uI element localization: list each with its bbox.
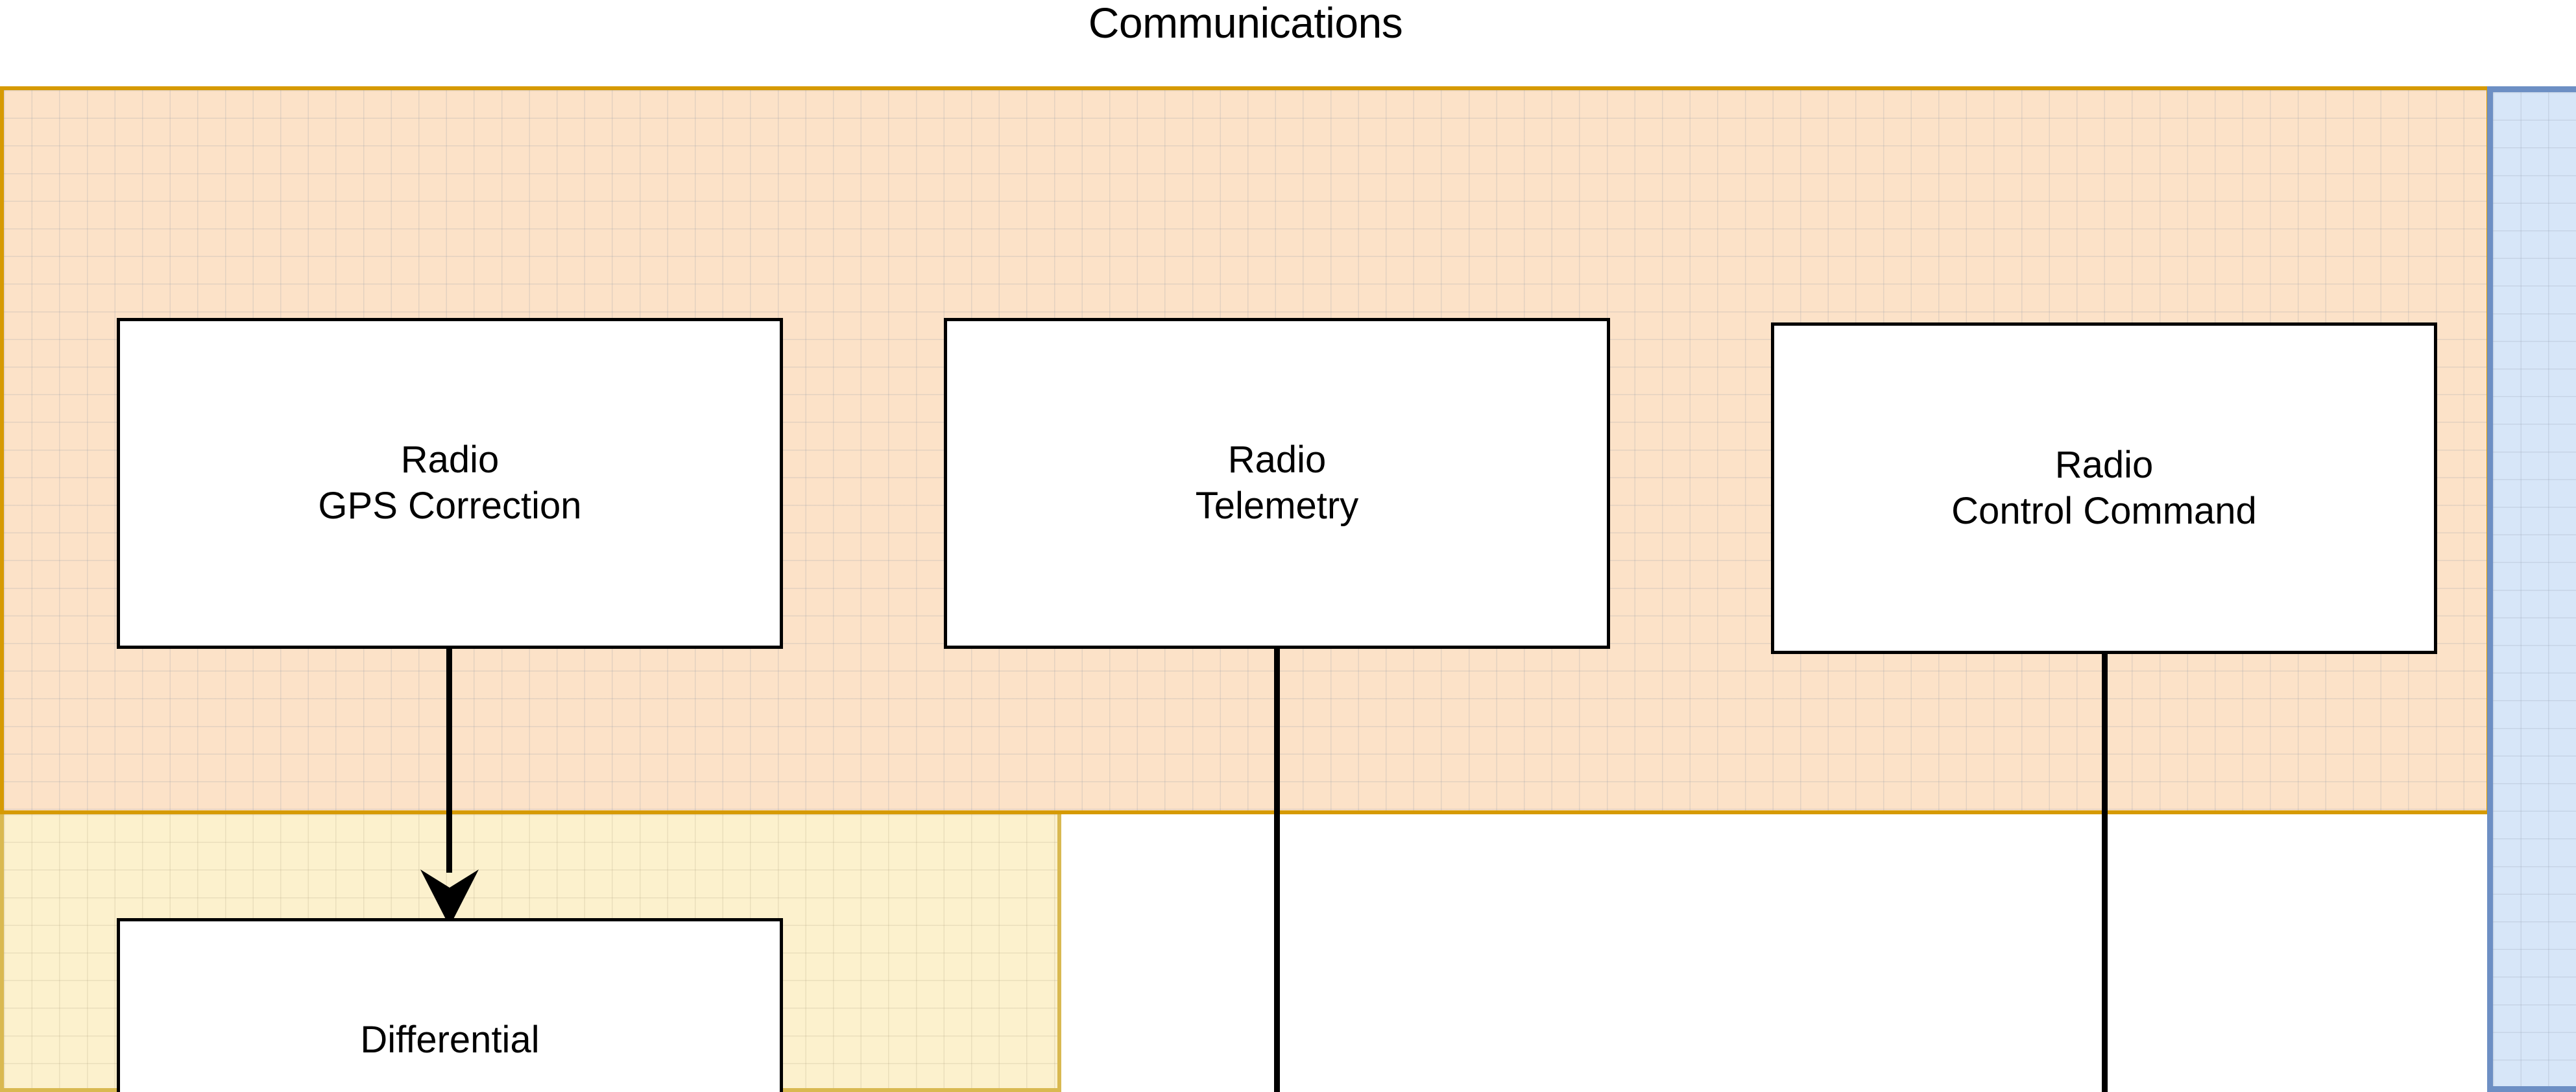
connector-telemetry-line <box>1274 649 1280 1092</box>
connector-control-command-line <box>2102 654 2108 1092</box>
connector-gps-to-differential-arrowhead <box>420 869 479 927</box>
node-differential[interactable]: Differential <box>117 918 783 1092</box>
node-radio-gps-correction-line2: GPS Correction <box>318 485 582 527</box>
node-radio-telemetry[interactable]: Radio Telemetry <box>944 318 1610 649</box>
node-radio-telemetry-line2: Telemetry <box>1195 485 1359 527</box>
region-right-lane-grid <box>2493 92 2576 1086</box>
region-right-lane <box>2487 86 2576 1092</box>
node-radio-control-command-line2: Control Command <box>1951 489 2257 532</box>
node-radio-control-command-line1: Radio <box>2054 443 2154 486</box>
node-radio-gps-correction-line1: Radio <box>400 439 500 481</box>
node-radio-telemetry-line1: Radio <box>1227 439 1327 481</box>
node-differential-line1: Differential <box>360 1019 540 1061</box>
node-radio-gps-correction[interactable]: Radio GPS Correction <box>117 318 783 649</box>
connector-gps-to-differential-line <box>446 649 452 873</box>
page-title: Communications <box>1088 0 1403 47</box>
node-radio-control-command[interactable]: Radio Control Command <box>1771 322 2437 654</box>
